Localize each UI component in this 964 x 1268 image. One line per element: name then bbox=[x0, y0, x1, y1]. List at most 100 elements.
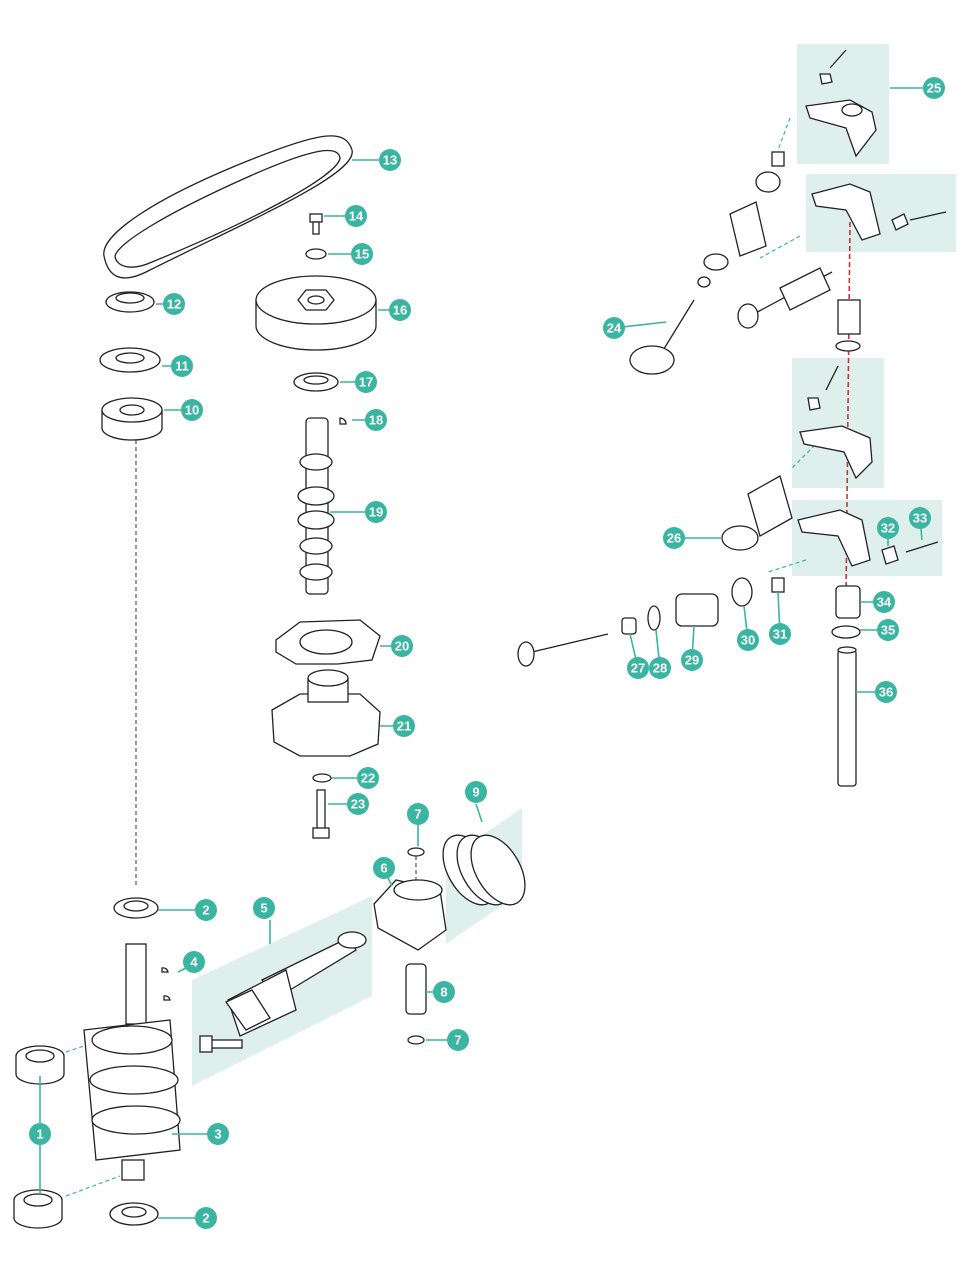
piston-pin-8 bbox=[405, 963, 427, 1015]
svg-text:13: 13 bbox=[383, 153, 397, 168]
rocker-arm-middle bbox=[799, 365, 873, 480]
svg-text:12: 12 bbox=[167, 297, 181, 312]
svg-text:15: 15 bbox=[355, 247, 369, 262]
piston-6 bbox=[373, 879, 447, 951]
callout-18: 18 bbox=[365, 409, 387, 431]
svg-text:21: 21 bbox=[397, 719, 411, 734]
svg-text:19: 19 bbox=[369, 505, 383, 520]
gasket-20 bbox=[275, 619, 381, 665]
callout-14: 14 bbox=[345, 205, 367, 227]
camshaft-19 bbox=[297, 417, 335, 595]
adjust-screw-33 bbox=[905, 541, 939, 553]
callout-21: 21 bbox=[393, 715, 415, 737]
washer-28 bbox=[647, 605, 661, 631]
callout-12: 12 bbox=[163, 293, 185, 315]
clip-7-top bbox=[407, 847, 425, 857]
callout-33: 33 bbox=[909, 507, 931, 529]
push-rod-36 bbox=[837, 646, 857, 787]
valve-spring-29 bbox=[675, 593, 719, 627]
callout-9: 9 bbox=[465, 781, 487, 803]
callout-19: 19 bbox=[365, 501, 387, 523]
svg-text:25: 25 bbox=[927, 81, 941, 96]
callout-2-top: 2 bbox=[195, 899, 217, 921]
key-4b bbox=[163, 995, 171, 1001]
valve-24 bbox=[629, 299, 695, 375]
svg-text:3: 3 bbox=[214, 1127, 221, 1142]
key-4a bbox=[161, 967, 169, 973]
callout-22: 22 bbox=[357, 767, 379, 789]
svg-text:31: 31 bbox=[773, 627, 787, 642]
nut-32 bbox=[881, 545, 899, 565]
svg-text:4: 4 bbox=[190, 955, 198, 970]
callout-7-top: 7 bbox=[407, 803, 429, 825]
valve-spring-26 bbox=[721, 475, 793, 551]
callout-28: 28 bbox=[649, 657, 671, 679]
svg-text:11: 11 bbox=[175, 359, 189, 374]
exhaust-valve bbox=[517, 633, 609, 667]
svg-text:6: 6 bbox=[380, 861, 387, 876]
callout-13: 13 bbox=[379, 149, 401, 171]
callout-30: 30 bbox=[737, 629, 759, 651]
svg-text:2: 2 bbox=[202, 1211, 209, 1226]
intake-valve-upper bbox=[737, 267, 833, 329]
svg-text:7: 7 bbox=[454, 1033, 461, 1048]
callout-31: 31 bbox=[769, 623, 791, 645]
oil-seal-2-top bbox=[113, 897, 159, 919]
callout-5: 5 bbox=[253, 897, 275, 919]
callout-25: 25 bbox=[923, 77, 945, 99]
valve-parts-upper bbox=[697, 151, 785, 288]
callout-32: 32 bbox=[877, 517, 899, 539]
callout-11: 11 bbox=[171, 355, 193, 377]
callout-24: 24 bbox=[603, 317, 625, 339]
callout-20: 20 bbox=[391, 635, 413, 657]
callout-4: 4 bbox=[183, 951, 205, 973]
pump-housing-21 bbox=[271, 669, 381, 757]
bearing-1-bottom bbox=[13, 1189, 63, 1229]
svg-text:22: 22 bbox=[361, 771, 375, 786]
svg-text:27: 27 bbox=[631, 661, 645, 676]
panel-rocker-arm-right bbox=[806, 174, 956, 252]
timing-belt bbox=[103, 135, 353, 279]
bolt-14 bbox=[309, 213, 323, 235]
spring-right-upper bbox=[835, 299, 861, 352]
rocker-arm-25 bbox=[805, 49, 877, 158]
svg-text:26: 26 bbox=[667, 531, 681, 546]
key-18 bbox=[339, 417, 347, 425]
retainer-30 bbox=[731, 577, 753, 607]
piston-rings-9 bbox=[442, 834, 526, 906]
callout-10: 10 bbox=[181, 399, 203, 421]
svg-text:1: 1 bbox=[36, 1127, 43, 1142]
valve-seal-27 bbox=[621, 617, 637, 635]
svg-text:18: 18 bbox=[369, 413, 383, 428]
rocker-arm-lower bbox=[797, 509, 871, 567]
washer-plate-11 bbox=[99, 347, 161, 373]
cotter-31 bbox=[771, 577, 785, 593]
bearing-1-top bbox=[15, 1045, 65, 1085]
svg-text:30: 30 bbox=[741, 633, 755, 648]
oil-seal-2-bottom bbox=[109, 1202, 159, 1226]
callout-27: 27 bbox=[627, 657, 649, 679]
callout-1: 1 bbox=[29, 1123, 51, 1145]
callout-29: 29 bbox=[681, 649, 703, 671]
rocker-arm-right-upper bbox=[811, 183, 947, 241]
callout-7-bottom: 7 bbox=[447, 1029, 469, 1051]
callout-3: 3 bbox=[207, 1123, 229, 1145]
washer-15 bbox=[305, 248, 327, 260]
svg-text:16: 16 bbox=[393, 303, 407, 318]
callout-15: 15 bbox=[351, 243, 373, 265]
svg-text:7: 7 bbox=[414, 807, 421, 822]
svg-text:24: 24 bbox=[607, 321, 622, 336]
svg-text:28: 28 bbox=[653, 661, 667, 676]
bolt-23 bbox=[312, 789, 330, 839]
svg-text:14: 14 bbox=[349, 209, 364, 224]
oil-seal-17 bbox=[293, 372, 339, 392]
svg-text:5: 5 bbox=[260, 901, 267, 916]
callout-6: 6 bbox=[373, 857, 395, 879]
svg-text:9: 9 bbox=[472, 785, 479, 800]
clip-7-bottom bbox=[407, 1035, 425, 1045]
callout-2-bottom: 2 bbox=[195, 1207, 217, 1229]
svg-text:36: 36 bbox=[879, 685, 893, 700]
callout-23: 23 bbox=[347, 793, 369, 815]
callout-26: 26 bbox=[663, 527, 685, 549]
svg-text:2: 2 bbox=[202, 903, 209, 918]
